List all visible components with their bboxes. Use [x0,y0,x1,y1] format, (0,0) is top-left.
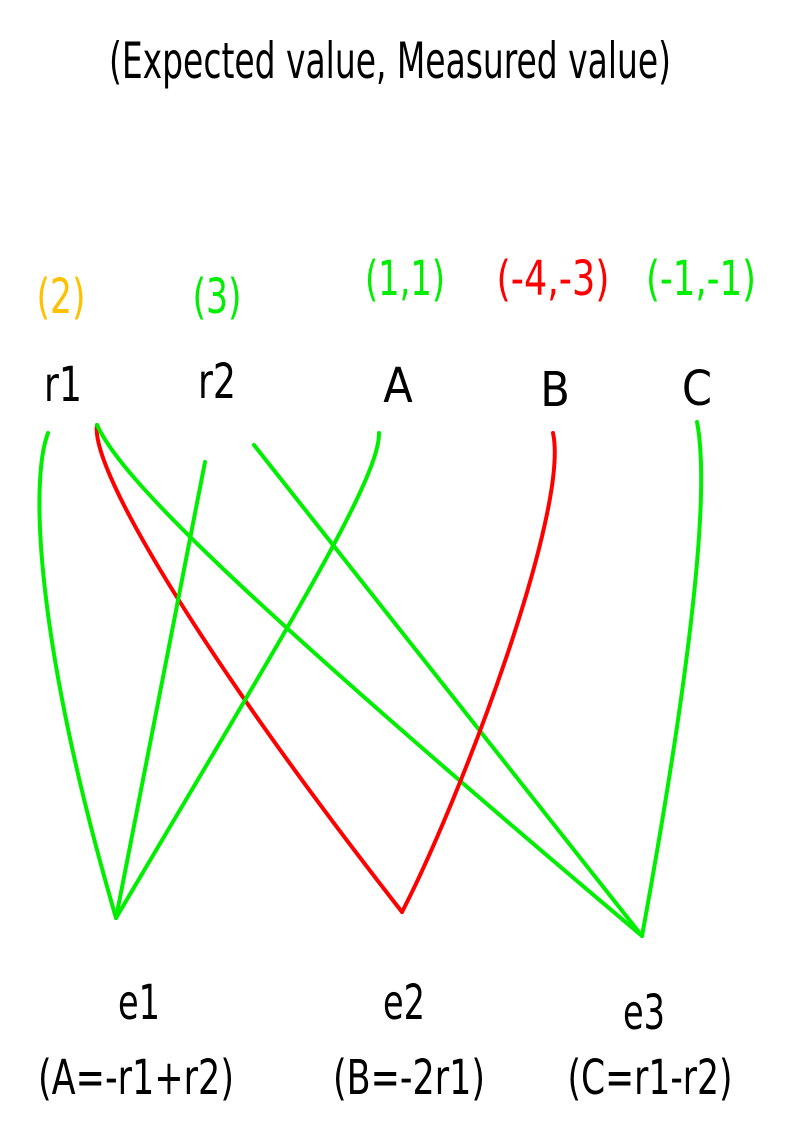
value-B: (-4,-3) [497,251,610,307]
value-C: (-1,-1) [646,251,756,307]
equation-nodes: e1 (A=-r1+r2) e2 (B=-2r1) e3 (C=r1-r2) [38,975,733,1106]
equation-e3-name: e3 [623,985,665,1041]
equation-e1-formula: (A=-r1+r2) [38,1050,234,1106]
variable-r2: r2 [198,354,236,410]
edge-A-e1 [114,431,382,920]
edge-r2-e1 [114,460,207,920]
variable-A: A [383,358,413,414]
variable-C: C [682,361,712,417]
diagram-title: (Expected value, Measured value) [109,32,671,90]
edge-r1-e2 [94,423,404,914]
variable-nodes: r1 r2 A B C [44,354,712,418]
value-r1: (2) [37,269,86,325]
edge-C-e3 [640,420,704,938]
equation-e2-name: e2 [383,975,425,1031]
value-labels: (2) (3) (1,1) (-4,-3) (-1,-1) [37,251,757,325]
equation-e3-formula: (C=r1-r2) [568,1050,733,1106]
value-r2: (3) [193,269,242,325]
equation-e1-name: e1 [118,975,160,1031]
edges-group [37,420,704,938]
edge-r2-e3 [252,443,644,938]
variable-B: B [540,362,570,418]
value-A: (1,1) [365,251,445,307]
edge-r1-e3 [95,423,644,938]
edge-B-e2 [400,431,557,914]
variable-r1: r1 [44,357,82,413]
edge-r1-e1 [37,431,118,920]
equation-e2-formula: (B=-2r1) [333,1050,485,1106]
